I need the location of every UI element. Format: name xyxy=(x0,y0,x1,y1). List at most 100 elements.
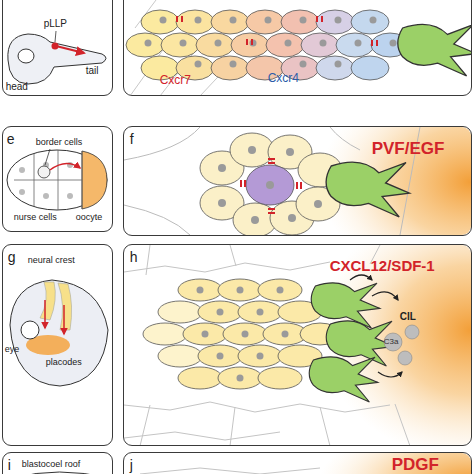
primordium-cells xyxy=(126,10,409,80)
structure-label: nurse cells xyxy=(14,213,57,222)
structure-label: neural crest xyxy=(28,256,75,265)
border-cell-cluster xyxy=(300,182,302,189)
xenopus-embryo xyxy=(63,305,65,334)
border-cell-cluster xyxy=(268,162,275,164)
structure-label: tail xyxy=(86,66,99,76)
border-cell-cluster xyxy=(268,212,275,214)
signal-label: CXCL12/SDF-1 xyxy=(330,258,435,273)
primordium-cells xyxy=(195,17,202,24)
zebrafish-embryo xyxy=(8,31,106,84)
receptor-label: Cxcr7 xyxy=(160,74,191,86)
primordium-cells xyxy=(141,10,179,34)
neural-crest-cluster xyxy=(124,245,410,445)
primordium-cells xyxy=(351,10,389,34)
neural-crest-cluster xyxy=(384,325,419,365)
structure-label: placodes xyxy=(46,358,82,367)
zebrafish-embryo xyxy=(18,49,34,63)
blastocoel-roof xyxy=(14,472,110,474)
primordium-cells xyxy=(316,10,354,34)
panel-frame: pLLP head tail xyxy=(2,0,113,96)
primordium-cells xyxy=(370,17,377,24)
neural-crest-cluster xyxy=(384,333,402,351)
neural-crest-cluster xyxy=(350,275,372,280)
neural-crest-cluster xyxy=(242,331,249,338)
structure-label: blastocoel roof xyxy=(22,460,81,469)
border-cell-cluster xyxy=(251,216,259,224)
egg-chamber xyxy=(45,149,50,165)
primordium-cells xyxy=(145,40,152,47)
neural-crest-cluster xyxy=(143,323,187,345)
neural-crest-cluster xyxy=(238,301,282,323)
xenopus-embryo xyxy=(40,282,55,320)
primordium-cells xyxy=(376,40,378,46)
egg-chamber xyxy=(67,193,73,199)
structure-label: head xyxy=(6,82,28,92)
pdgf-gradient xyxy=(320,453,471,474)
molecule-label: C3a xyxy=(384,338,399,346)
primordium-cells xyxy=(230,17,237,24)
zebrafish-embryo xyxy=(52,43,59,50)
border-cell-cluster xyxy=(218,199,226,207)
neural-crest-cluster xyxy=(258,279,302,301)
border-cell-cluster xyxy=(320,127,471,235)
primordium-cells xyxy=(211,10,249,34)
structure-label: eye xyxy=(5,345,20,354)
neural-crest-cluster xyxy=(217,353,224,360)
border-cell-cluster xyxy=(124,127,471,235)
primordium-cells xyxy=(300,17,307,24)
structure-label: pLLP xyxy=(44,19,67,29)
primordium-cells xyxy=(316,16,318,22)
egg-chamber xyxy=(50,163,80,170)
neural-crest-cluster xyxy=(405,325,419,339)
panel-frame: Cxcr7Cxcr4 xyxy=(123,0,472,96)
primordium-cells xyxy=(398,24,471,76)
panel-frame: iblastocoel roof xyxy=(2,452,113,474)
border-cell-cluster xyxy=(218,164,226,172)
primordium-cells xyxy=(196,33,234,57)
neural-crest-cluster xyxy=(223,323,267,345)
primordium-cells xyxy=(180,40,187,47)
panel-frame: eborder cellsnurse cellsoocyte xyxy=(2,126,113,232)
xenopus-embryo xyxy=(10,280,108,386)
primordium-cells xyxy=(251,39,253,45)
border-cell-cluster xyxy=(288,214,296,222)
primordium-cells xyxy=(281,10,319,34)
blastocoel-roof xyxy=(14,472,110,474)
egg-chamber xyxy=(7,150,107,210)
egg-chamber xyxy=(7,149,107,210)
panel-frame: g neural crest eye placodes xyxy=(2,244,113,446)
border-cell-cluster xyxy=(268,208,275,210)
neural-crest-cluster xyxy=(277,287,284,294)
primordium-cells xyxy=(250,40,257,47)
xenopus-embryo xyxy=(58,283,72,330)
neural-crest-cluster xyxy=(309,357,378,402)
structure-label: oocyte xyxy=(76,213,103,222)
panel-letter: f xyxy=(130,132,134,146)
primordium-cells xyxy=(320,40,327,47)
egg-chamber xyxy=(14,150,82,210)
primordium-cells xyxy=(265,17,272,24)
panel-frame: fPVF/EGF xyxy=(123,126,472,236)
border-cell-cluster xyxy=(268,158,275,160)
primordium-cells xyxy=(176,10,214,34)
neural-crest-cluster xyxy=(158,345,202,367)
neural-crest-cluster xyxy=(218,279,262,301)
border-cell-cluster xyxy=(286,148,294,156)
neural-crest-cluster xyxy=(197,287,289,382)
neural-crest-cluster xyxy=(320,245,471,445)
neural-crest-cluster xyxy=(378,372,402,377)
primordium-cells xyxy=(321,16,323,22)
panel-letter: e xyxy=(7,132,15,146)
signal-label: PVF/EGF xyxy=(372,140,445,157)
border-cell-cluster xyxy=(218,146,322,224)
primordium-cells xyxy=(351,56,389,80)
primordium-cells xyxy=(215,40,222,47)
panel-letter: g xyxy=(8,250,16,264)
egg-chamber xyxy=(43,193,49,199)
primordium-cells xyxy=(211,56,249,80)
neural-crest-cluster xyxy=(178,279,222,301)
process-label: CIL xyxy=(400,312,416,322)
